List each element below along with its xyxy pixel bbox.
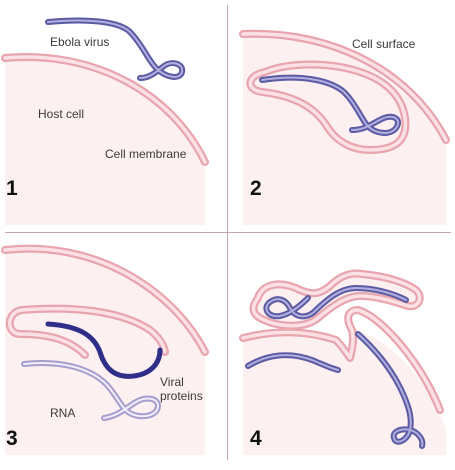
host-cell-cytoplasm [5,248,205,455]
label-cell-surface: Cell surface [352,37,416,51]
label-cell-membrane: Cell membrane [105,147,187,161]
panel-number-3: 3 [6,427,18,450]
panel-number-1: 1 [6,177,18,200]
label-viral-proteins-line1: Viral [160,375,184,389]
host-cell-cytoplasm [5,56,205,226]
panel-number-4: 4 [250,427,262,450]
label-host-cell: Host cell [38,107,85,121]
label-ebola-virus: Ebola virus [50,35,110,49]
panel-divider-horizontal [5,232,451,233]
viral-proteins-strand [45,321,163,379]
panel-3 [1,244,209,455]
label-rna: RNA [50,406,76,420]
host-cell-cytoplasm [243,330,446,455]
panel-2 [239,29,450,225]
panel-number-2: 2 [250,177,262,200]
panel-4 [239,269,446,455]
label-viral-proteins-line2: proteins [160,389,203,403]
panel-1 [1,17,209,226]
